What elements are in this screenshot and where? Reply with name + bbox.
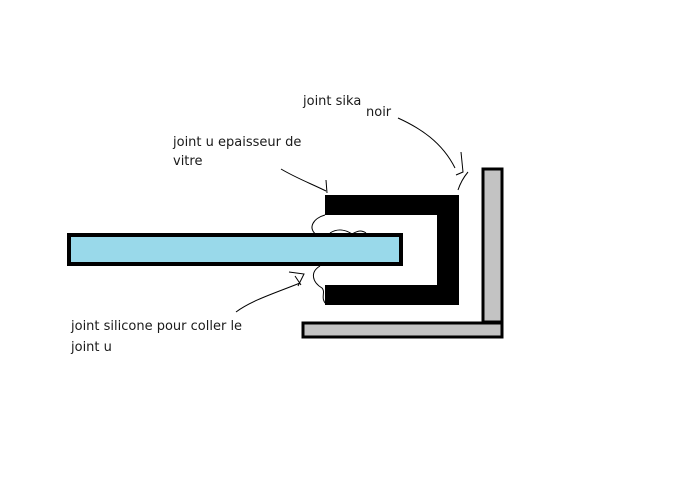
leader-line-joint-sika-tip <box>455 151 464 176</box>
u-joint-back <box>437 195 459 305</box>
u-joint-top-arm <box>325 195 459 215</box>
u-joint <box>325 195 459 305</box>
u-joint-bottom-arm <box>325 285 459 305</box>
glass-pane <box>67 233 403 266</box>
leader-line-joint-sika <box>397 117 456 169</box>
leader-line-joint-sika-end <box>457 171 469 191</box>
frame-horizontal-profile <box>301 321 504 339</box>
label-joint-u: joint u epaisseur de <box>173 135 302 150</box>
label-joint-sika-noir: noir <box>366 105 392 120</box>
label-joint-u-vitre: vitre <box>173 154 203 169</box>
label-joint-silicone-joint-u: joint u <box>71 340 112 355</box>
frame-vertical-profile <box>481 167 504 324</box>
leader-line-joint-silicone <box>235 282 301 313</box>
label-joint-silicone: joint silicone pour coller le <box>71 319 243 334</box>
leader-line-joint-u <box>280 168 327 192</box>
leader-line-joint-u-tip <box>325 179 328 194</box>
leader-line-joint-silicone-arrow <box>288 271 305 287</box>
leader-lines <box>235 117 469 313</box>
label-joint-sika: joint sika <box>303 94 362 109</box>
